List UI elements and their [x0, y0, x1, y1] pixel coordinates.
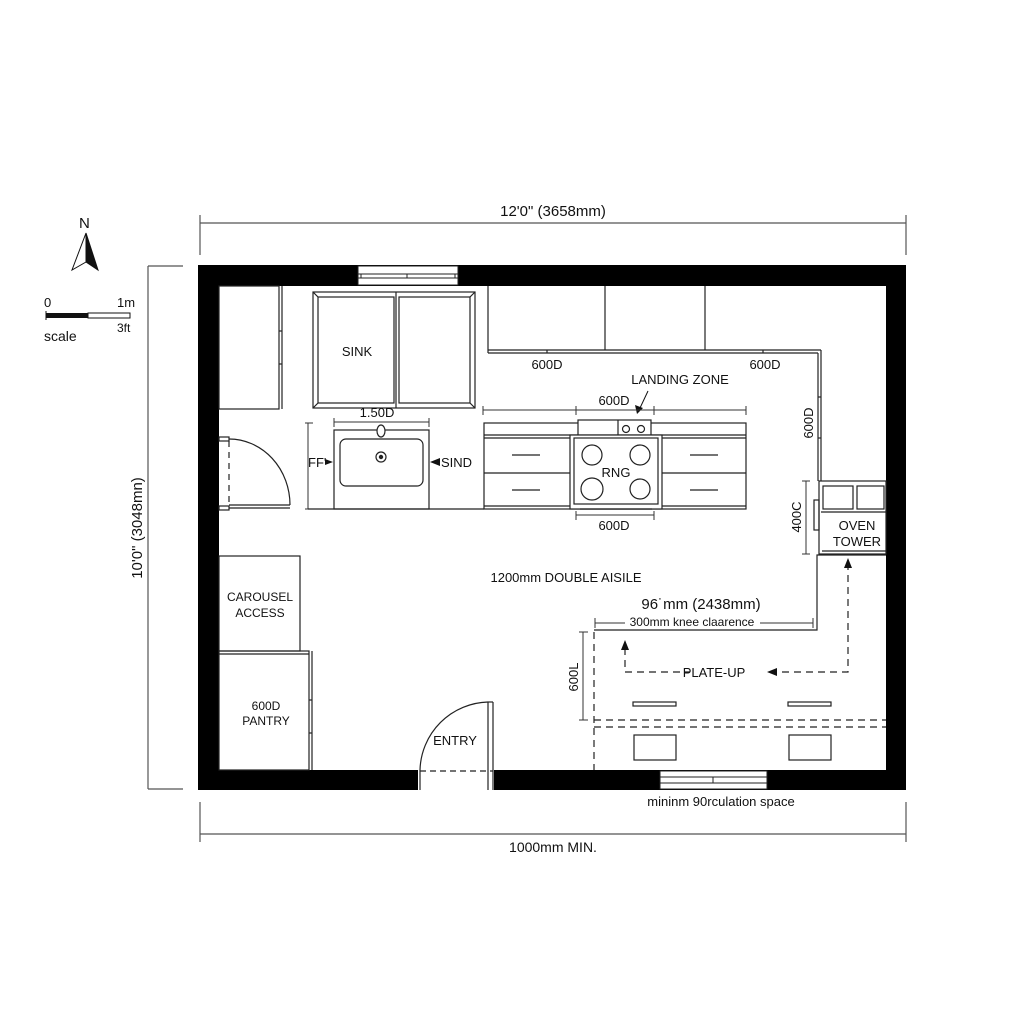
bottom-dimension-line	[199, 802, 907, 842]
knee-clearance-dim	[594, 618, 814, 628]
arrow-right-icon	[325, 459, 333, 465]
sink-right-marker: SIND	[441, 455, 472, 470]
north-arrow-icon	[71, 232, 99, 272]
range-bottom-dim-line	[575, 511, 655, 520]
knee-clearance-label: 300mm knee claarence	[630, 615, 755, 629]
oven-tower-line2: TOWER	[833, 534, 881, 549]
left-height-dimension: 10'0" (3048mn)	[129, 477, 146, 579]
entry-label: ENTRY	[433, 733, 477, 748]
scale-metric: 1m	[117, 295, 135, 310]
range-bottom-dim: 600D	[598, 518, 629, 533]
oven-tower-dim: 400C	[789, 501, 804, 532]
oven-tower-line1: OVEN	[839, 518, 876, 533]
carousel-line1: CAROUSEL	[227, 590, 293, 604]
top-dimension-line	[199, 215, 907, 255]
range-run-dim	[482, 406, 747, 415]
side-door-swing	[218, 436, 291, 511]
arrow-left-icon	[767, 668, 777, 676]
range-label: RNG	[602, 465, 631, 480]
landing-zone-label: LANDING ZONE	[631, 372, 729, 387]
top-width-dimension: 12'0" (3658mm)	[500, 203, 606, 220]
bottom-window	[659, 770, 768, 790]
arrow-left-icon	[430, 458, 440, 466]
carousel-line2: ACCESS	[235, 606, 284, 620]
upper-left-depth: 600D	[531, 357, 562, 372]
circulation-label: mininm 90rculation space	[647, 794, 794, 809]
arrow-up-icon	[621, 640, 629, 650]
dashed-island-zone	[593, 566, 886, 770]
oven-tower-dim-line	[802, 480, 810, 555]
sink-left-marker: FF'	[308, 455, 326, 470]
bottom-dimension: 1000mm MIN.	[509, 839, 597, 855]
right-run-depth: 600D	[801, 407, 816, 438]
sink-base-cabinet	[305, 422, 484, 510]
landing-zone-leader	[639, 390, 649, 409]
plate-up-label: PLATE-UP	[683, 665, 746, 680]
sink-window	[312, 291, 476, 409]
sink-width-label: 1.50D	[360, 405, 395, 420]
range-cooktop	[569, 419, 663, 510]
upper-right-depth: 600D	[749, 357, 780, 372]
sink-width-dim	[333, 418, 430, 427]
island-length-label: 96˙mm (2438mm)	[641, 596, 760, 613]
entry-opening	[418, 770, 494, 790]
left-dimension-line	[147, 265, 183, 790]
upper-wall-cabinets	[487, 286, 822, 481]
sink-window-label: SINK	[342, 344, 373, 359]
island-depth-dim	[579, 631, 588, 721]
pantry-line2: PANTRY	[242, 714, 290, 728]
scale-caption: scale	[44, 328, 77, 344]
island-seating	[632, 701, 832, 761]
pantry-line1: 600D	[252, 699, 281, 713]
arrow-up-icon	[844, 558, 852, 568]
range-top-dim: 600D	[598, 393, 629, 408]
entry-door-swing	[419, 701, 494, 790]
oven-tower	[813, 480, 887, 555]
scale-bar	[45, 311, 131, 320]
island-outline	[594, 554, 886, 631]
top-window	[357, 265, 459, 286]
left-upper-cabinet	[218, 285, 283, 410]
scale-zero: 0	[44, 295, 51, 310]
pantry-cabinet	[218, 650, 313, 771]
island-depth-label: 600L	[566, 663, 581, 692]
north-label: N	[79, 215, 90, 232]
scale-imperial: 3ft	[117, 321, 131, 335]
aisle-label: 1200mm DOUBLE AISILE	[490, 570, 641, 585]
